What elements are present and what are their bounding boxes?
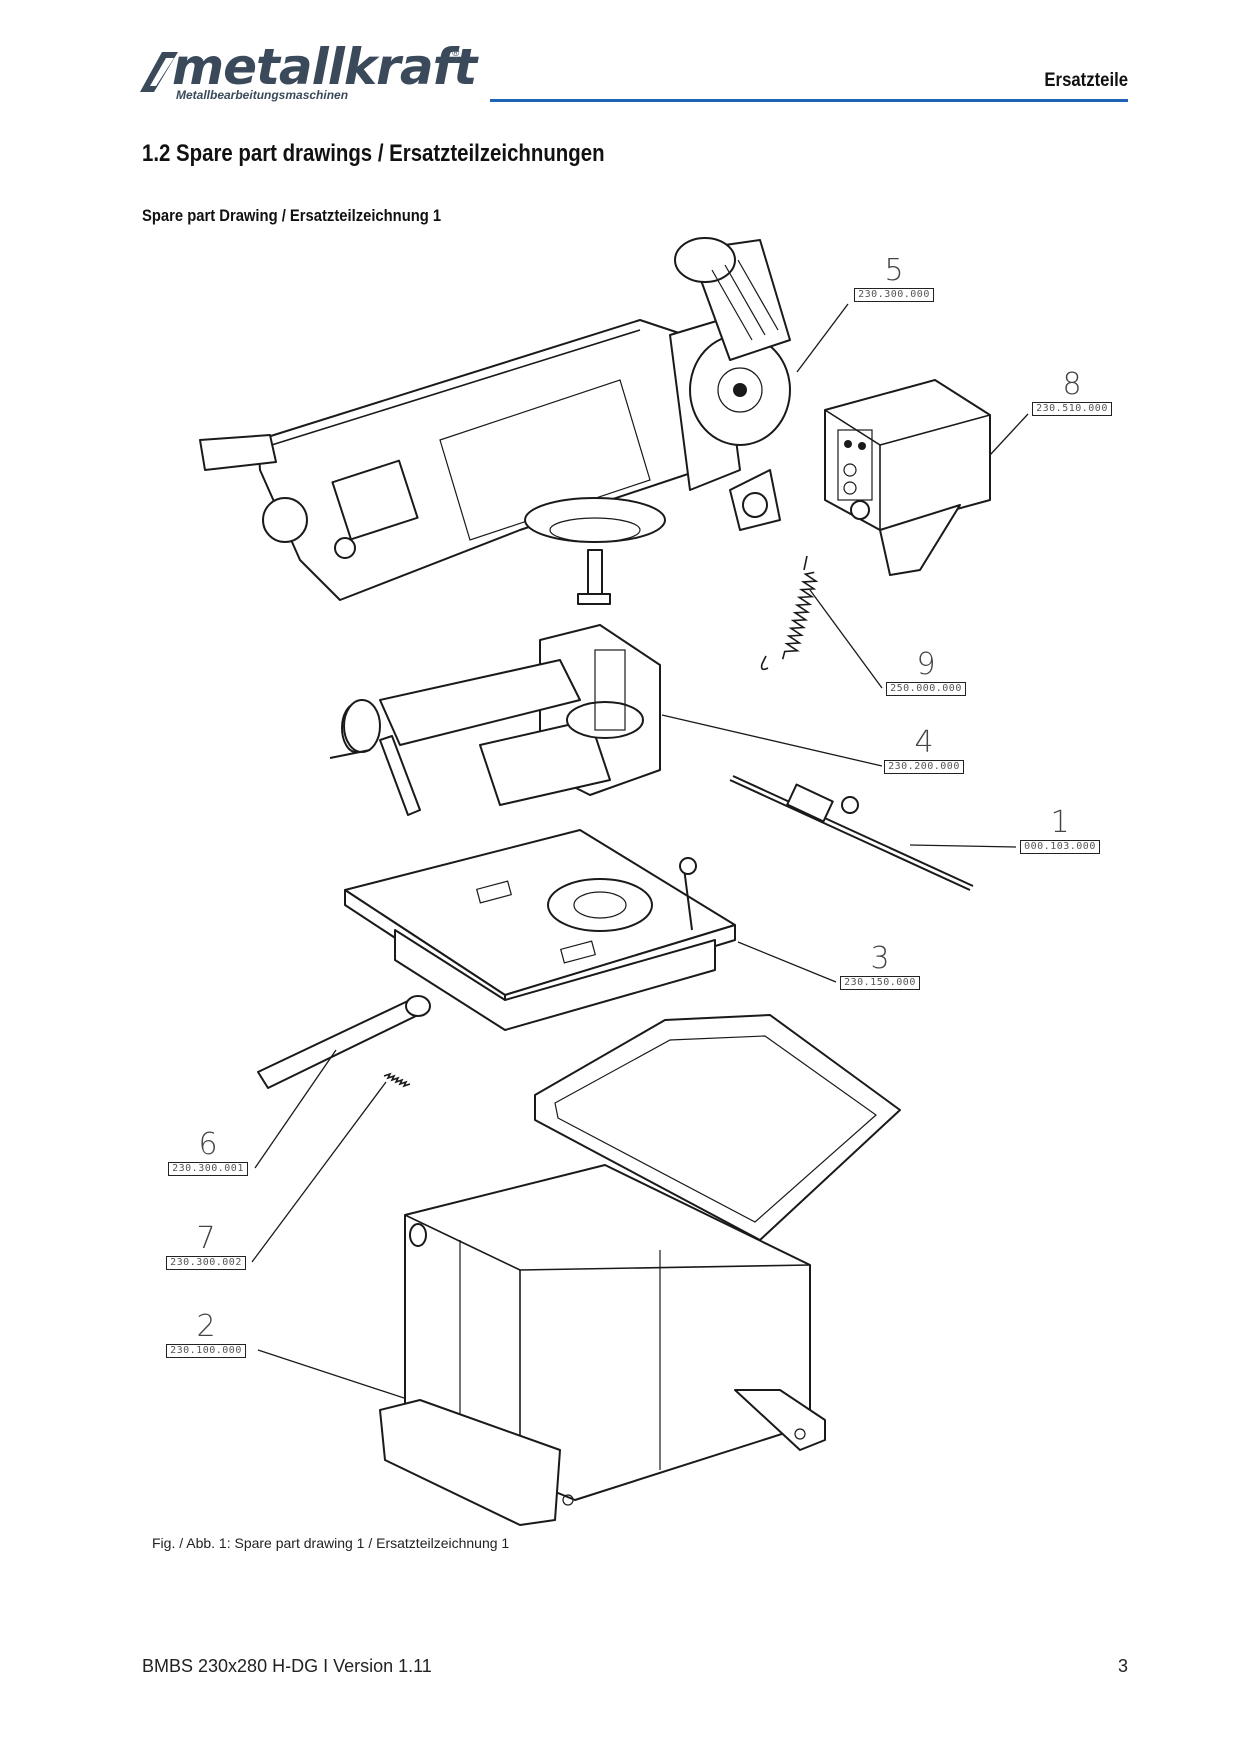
metallkraft-logo: metallkraft ® Metallbearbeitungsmaschine… — [140, 38, 477, 106]
saw-bow-assembly — [199, 237, 791, 605]
page-number: 3 — [1117, 1656, 1128, 1676]
callout-part-5: 5 230.300.000 — [854, 256, 934, 302]
header-divider — [490, 99, 1128, 102]
tension-spring — [760, 555, 819, 671]
material-stop-bar — [729, 775, 974, 891]
callout-part-8: 8 230.510.000 — [1032, 370, 1112, 416]
figure-caption: Fig. / Abb. 1: Spare part drawing 1 / Er… — [152, 1535, 510, 1551]
work-table — [344, 829, 736, 1031]
logo-registered-mark: ® — [452, 48, 460, 59]
logo-tagline: Metallbearbeitungsmaschinen — [176, 88, 349, 102]
logo-mark-icon — [140, 52, 178, 92]
machine-stand — [379, 1164, 826, 1526]
section-label: Ersatzteile — [1044, 70, 1128, 91]
logo-wordmark: metallkraft — [172, 38, 477, 96]
callout-part-2: 2 230.100.000 — [166, 1312, 246, 1358]
control-box — [824, 379, 991, 576]
page-title: 1.2 Spare part drawings / Ersatzteilzeic… — [142, 140, 605, 167]
callout-part-4: 4 230.200.000 — [884, 728, 964, 774]
callout-part-7: 7 230.300.002 — [166, 1224, 246, 1270]
drawing-title: Spare part Drawing / Ersatzteilzeichnung… — [142, 206, 442, 225]
callout-part-1: 1 000.103.000 — [1020, 808, 1100, 854]
vise-assembly — [329, 624, 661, 816]
chip-tray — [534, 1014, 901, 1241]
callout-part-3: 3 230.150.000 — [840, 944, 920, 990]
footer-doc-version: BMBS 230x280 H-DG I Version 1.11 — [142, 1656, 432, 1676]
callout-part-9: 9 250.000.000 — [886, 650, 966, 696]
handle-lever — [257, 995, 431, 1089]
small-spring — [383, 1072, 411, 1088]
callout-part-6: 6 230.300.001 — [168, 1130, 248, 1176]
